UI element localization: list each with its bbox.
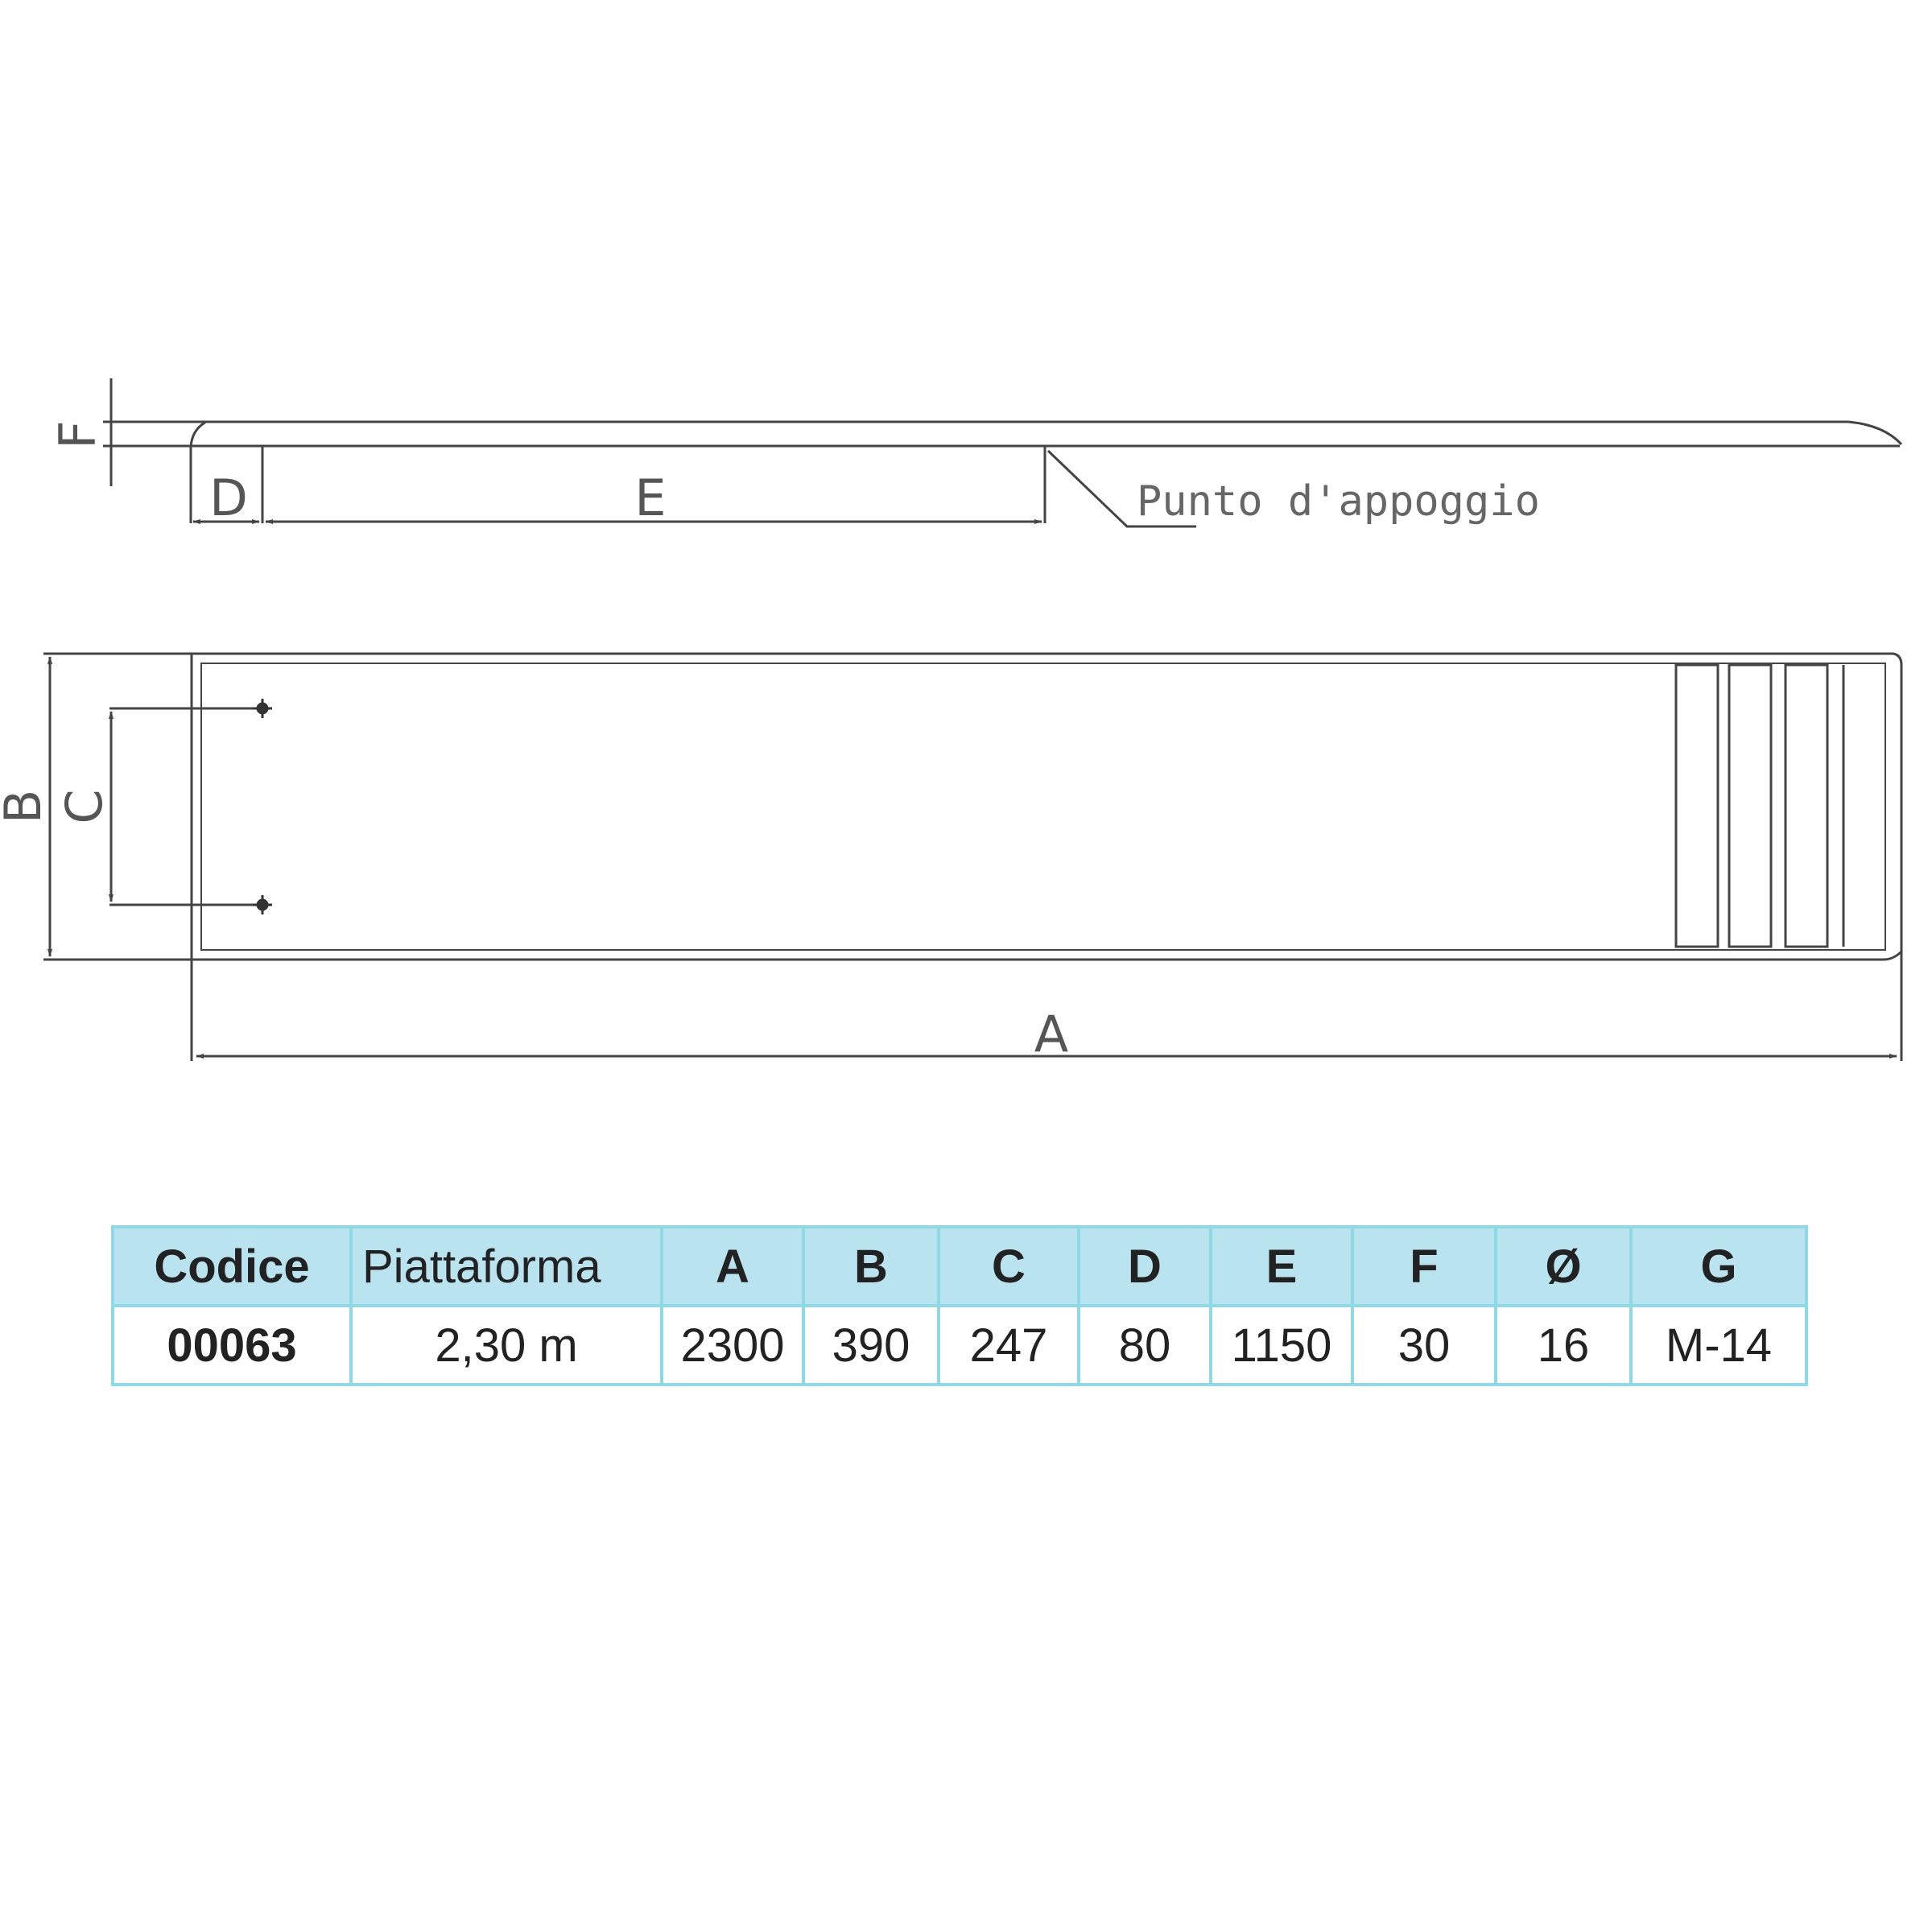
side-plate-hook (189, 420, 207, 523)
header-diameter: Ø (1494, 1225, 1633, 1307)
cell-b: 390 (802, 1304, 940, 1386)
header-c: C (937, 1225, 1080, 1307)
cell-g: M-14 (1629, 1304, 1808, 1386)
grip-bar-1 (1674, 663, 1719, 948)
grip-bar-3 (1784, 663, 1829, 948)
callout-label: Punto d'appoggio (1137, 477, 1540, 526)
header-d: D (1077, 1225, 1212, 1307)
top-label-b: B (0, 790, 52, 824)
spec-table: Codice Piattaforma A B C D E F Ø G 00063… (111, 1225, 1808, 1386)
side-label-f: F (48, 420, 107, 449)
top-view (43, 652, 1903, 1061)
spec-table-header-row: Codice Piattaforma A B C D E F Ø G (111, 1225, 1808, 1307)
header-piattaforma: Piattaforma (349, 1225, 663, 1307)
top-plate-inner-border (200, 663, 1886, 951)
cell-a: 2300 (660, 1304, 805, 1386)
header-codice: Codice (111, 1225, 353, 1307)
table-row: 00063 2,30 m 2300 390 247 80 1150 30 16 … (111, 1304, 1808, 1386)
header-f: F (1351, 1225, 1497, 1307)
cell-c: 247 (937, 1304, 1080, 1386)
top-label-a: A (1034, 1005, 1068, 1063)
header-g: G (1629, 1225, 1808, 1307)
cell-codice: 00063 (111, 1304, 353, 1386)
header-b: B (802, 1225, 940, 1307)
header-a: A (660, 1225, 805, 1307)
side-label-e: E (634, 469, 666, 527)
bolt-hole-bottom (253, 895, 272, 914)
cell-d: 80 (1077, 1304, 1212, 1386)
cell-e: 1150 (1209, 1304, 1354, 1386)
top-plate-outline (190, 652, 1903, 961)
callout-leader (1046, 449, 1196, 528)
grip-bar-2 (1728, 663, 1773, 948)
side-view (103, 378, 1903, 528)
cell-f: 30 (1351, 1304, 1497, 1386)
side-plate-tip (1847, 420, 1903, 446)
bolt-hole-top (253, 699, 272, 718)
cell-piattaforma: 2,30 m (349, 1304, 663, 1386)
cell-diameter: 16 (1494, 1304, 1633, 1386)
top-label-c: C (55, 789, 114, 824)
side-label-d: D (209, 469, 248, 527)
header-e: E (1209, 1225, 1354, 1307)
